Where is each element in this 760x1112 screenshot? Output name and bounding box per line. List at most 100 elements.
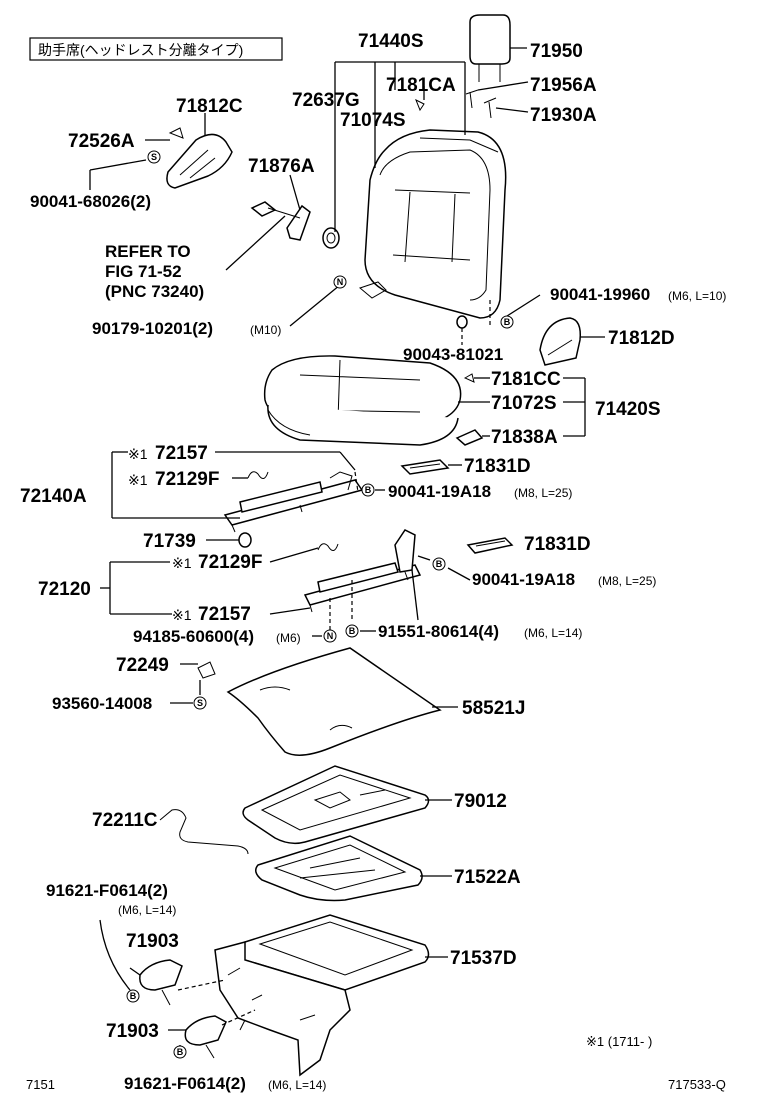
label-note-mark-4: ※1 (172, 607, 192, 623)
label-72157-lower: 72157 (198, 604, 251, 625)
label-refer-to: REFER TO (105, 242, 191, 261)
svg-text:S: S (151, 152, 157, 162)
marker-b-4: B (345, 624, 359, 638)
label-note-mark-1: ※1 (128, 446, 148, 462)
label-72140A: 72140A (20, 486, 87, 507)
label-71831D-upper: 71831D (464, 456, 531, 477)
label-90041-19A18-lower: 90041-19A18 (472, 570, 575, 589)
label-71956A: 71956A (530, 75, 597, 96)
adjuster-knob-part (322, 227, 340, 249)
footer-right-code: 717533-Q (668, 1077, 726, 1092)
label-94185-60600: 94185-60600(4) (133, 627, 254, 646)
label-72157-upper: 72157 (155, 443, 208, 464)
upper-rail-part (223, 471, 364, 533)
header-title: 助手席(ヘッドレスト分離タイプ) (38, 42, 243, 58)
label-71930A: 71930A (530, 105, 597, 126)
label-91621-F0614-upper: 91621-F0614(2) (46, 881, 168, 900)
wire-part (159, 809, 249, 855)
svg-text:B: B (349, 626, 356, 636)
headrest-part (469, 14, 511, 82)
label-90041-19A18-lower-spec: (M8, L=25) (598, 574, 656, 588)
marker-n-2: N (323, 629, 337, 643)
label-7181CA: 7181CA (386, 75, 456, 96)
label-72526A: 72526A (68, 131, 135, 152)
label-71903-upper: 71903 (126, 931, 179, 952)
marker-b-3: B (432, 557, 446, 571)
lower-rail-part (303, 529, 422, 613)
marker-b-5: B (126, 989, 140, 1003)
svg-text:B: B (177, 1047, 184, 1057)
label-93560-14008: 93560-14008 (52, 694, 152, 713)
label-79012: 79012 (454, 791, 507, 812)
marker-s-1: S (147, 150, 161, 164)
label-90041-19A18-upper: 90041-19A18 (388, 482, 491, 501)
seat-base-part (214, 914, 430, 1077)
label-71440S: 71440S (358, 31, 424, 52)
side-cover-part (166, 133, 233, 189)
svg-text:B: B (504, 317, 511, 327)
label-91621-F0614-lower: 91621-F0614(2) (124, 1074, 246, 1093)
label-refer-pnc: (PNC 73240) (105, 282, 204, 301)
label-refer-fig: FIG 71-52 (105, 262, 182, 281)
label-71838A: 71838A (491, 427, 558, 448)
label-71903-lower: 71903 (106, 1021, 159, 1042)
label-72129F-upper: 72129F (155, 469, 219, 490)
label-71072S: 71072S (491, 393, 557, 414)
label-72249: 72249 (116, 655, 169, 676)
label-72120: 72120 (38, 579, 91, 600)
hinge-cover-part (539, 317, 582, 366)
svg-text:N: N (337, 277, 344, 287)
label-90179-10201: 90179-10201(2) (92, 319, 213, 338)
label-7181CC: 7181CC (491, 369, 561, 390)
seat-frame-part (255, 835, 423, 902)
recliner-lever-upper-part (139, 959, 183, 1006)
label-71812D: 71812D (608, 328, 675, 349)
label-71812C: 71812C (176, 96, 243, 117)
label-71522A: 71522A (454, 867, 521, 888)
rail-cap-part (238, 532, 252, 548)
stopper-part (456, 315, 468, 329)
label-71831D-lower: 71831D (524, 534, 591, 555)
marker-s-2: S (193, 696, 207, 710)
header-box (29, 37, 283, 61)
label-71537D: 71537D (450, 948, 517, 969)
svg-text:B: B (365, 485, 372, 495)
label-note-mark-3: ※1 (172, 555, 192, 571)
label-72129F-lower: 72129F (198, 552, 262, 573)
marker-b-6: B (173, 1045, 187, 1059)
label-71950: 71950 (530, 41, 583, 62)
label-90041-19960-spec: (M6, L=10) (668, 289, 726, 303)
label-71739: 71739 (143, 531, 196, 552)
svg-text:B: B (130, 991, 137, 1001)
footer-left-code: 7151 (26, 1077, 55, 1092)
label-58521J: 58521J (462, 698, 525, 719)
label-71420S: 71420S (595, 399, 661, 420)
release-bracket-part (250, 201, 311, 241)
marker-b-1: B (500, 315, 514, 329)
seat-back-part (358, 129, 507, 319)
marker-b-2: B (361, 483, 375, 497)
marker-n-1: N (333, 275, 347, 289)
seat-pad-sheet-part (226, 647, 442, 756)
svg-text:S: S (197, 698, 203, 708)
svg-text:N: N (327, 631, 334, 641)
label-90179-spec: (M10) (250, 323, 281, 337)
label-91621-lower-spec: (M6, L=14) (268, 1078, 326, 1092)
label-72637G: 72637G (292, 90, 360, 111)
label-72211C: 72211C (92, 810, 158, 831)
headrest-guide-part (465, 89, 497, 119)
seat-panel-part (242, 765, 430, 845)
label-90043-81021: 90043-81021 (403, 345, 503, 364)
label-90041-19960: 90041-19960 (550, 285, 650, 304)
recliner-lever-lower-part (184, 1015, 227, 1059)
label-note-mark-2: ※1 (128, 472, 148, 488)
label-91621-upper-spec: (M6, L=14) (118, 903, 176, 917)
label-94185-spec: (M6) (276, 631, 301, 645)
label-90041-19A18-upper-spec: (M8, L=25) (514, 486, 572, 500)
label-91551-spec: (M6, L=14) (524, 626, 582, 640)
label-71074S: 71074S (340, 110, 406, 131)
label-71876A: 71876A (248, 156, 315, 177)
footnote: ※1 (1711- ) (586, 1034, 652, 1049)
seat-cushion-part (263, 355, 462, 446)
